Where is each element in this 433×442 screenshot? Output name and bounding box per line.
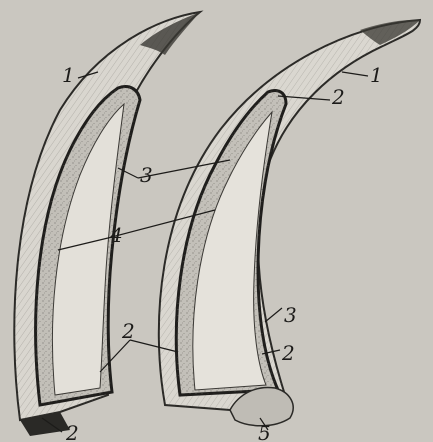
- label-right-5: 5: [258, 421, 271, 442]
- label-left-4: 4: [109, 223, 123, 247]
- label-right-3: 3: [284, 303, 297, 327]
- label-shared-2: 2: [121, 319, 135, 343]
- label-right-2-top: 2: [331, 85, 345, 109]
- label-left-2-bottom: 2: [65, 421, 79, 442]
- label-right-2-lower: 2: [281, 341, 295, 365]
- label-right-1: 1: [370, 63, 383, 87]
- label-left-3: 3: [140, 163, 153, 187]
- label-left-1: 1: [62, 63, 75, 87]
